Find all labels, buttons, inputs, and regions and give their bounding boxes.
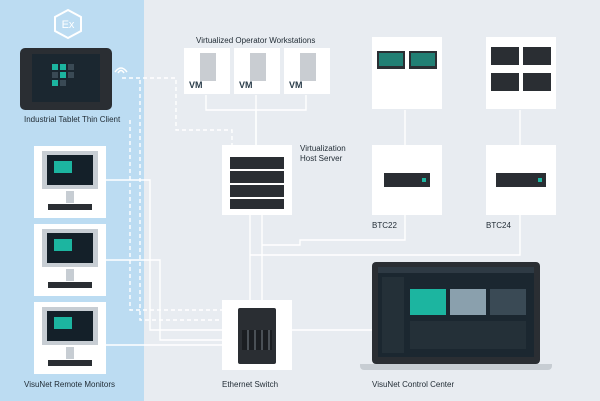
ex-mark-text: Ex [62, 19, 75, 31]
control-center-label: VisuNet Control Center [372, 380, 455, 389]
tablet-label: Industrial Tablet Thin Client [24, 115, 121, 124]
laptop-base [360, 364, 552, 370]
vm-tag-1: VM [189, 80, 203, 90]
remote-monitors-label: VisuNet Remote Monitors [24, 380, 115, 389]
vm-workstation-1: VM [184, 48, 230, 94]
control-center-laptop [372, 262, 540, 364]
vm-group-label: Virtualized Operator Workstations [196, 36, 316, 45]
vm-workstation-3: VM [284, 48, 330, 94]
btc24-label: BTC24 [486, 221, 511, 230]
vm-tag-2: VM [239, 80, 253, 90]
btc22-displays [372, 37, 442, 109]
btc24-box [486, 145, 556, 215]
remote-monitor-1 [34, 146, 106, 218]
btc24-displays [486, 37, 556, 109]
switch-label: Ethernet Switch [222, 380, 279, 389]
ex-hexagon-icon: Ex [54, 8, 82, 40]
vm-tag-3: VM [289, 80, 303, 90]
wifi-icon [114, 67, 128, 74]
ethernet-switch [222, 300, 292, 370]
host-server [222, 145, 292, 215]
remote-monitor-3 [34, 302, 106, 374]
btc22-box [372, 145, 442, 215]
remote-monitor-2 [34, 224, 106, 296]
host-server-label: Virtualization Host Server [300, 144, 346, 163]
btc22-label: BTC22 [372, 221, 397, 230]
vm-workstation-2: VM [234, 48, 280, 94]
industrial-tablet [20, 48, 112, 110]
